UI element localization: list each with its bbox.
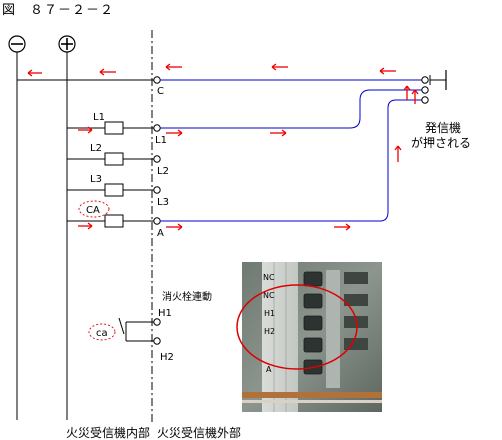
coil-l3 — [104, 183, 124, 197]
hydrant-contact — [118, 317, 154, 342]
wire-a — [160, 99, 422, 222]
pushbutton-label-line2: が押される — [411, 135, 471, 150]
external-wiring — [160, 79, 422, 222]
coil-branch-l1 — [67, 121, 154, 135]
photo-label-h1: H1 — [264, 309, 275, 318]
arrow-inner-left-2 — [99, 68, 116, 76]
coil-branch-l2 — [67, 152, 154, 166]
terminal-label-c: C — [157, 86, 164, 97]
terminal-c — [153, 76, 161, 84]
terminal-h2 — [153, 337, 161, 345]
coil-label-l1: L1 — [93, 112, 105, 123]
photo-label-nc-1: NC — [263, 273, 275, 282]
coil-branch-l3 — [67, 183, 154, 197]
terminal-l2 — [153, 155, 161, 163]
figure-title: 図 ８７－２－２ — [2, 3, 114, 18]
arrow-l1-right-2 — [166, 129, 183, 137]
footer-outside-label: 火災受信機外部 — [157, 425, 241, 440]
arrow-up-3 — [411, 89, 419, 104]
hydrant-title: 消火栓連動 — [162, 290, 212, 303]
hydrant-contact-label: ca — [96, 328, 108, 339]
arrow-c-left-3 — [379, 67, 396, 75]
photo-label-h2: H2 — [264, 327, 275, 336]
terminal-l3 — [153, 186, 161, 194]
ca-contact-highlight-circle — [88, 323, 116, 341]
coil-label-ca: CA — [86, 205, 100, 216]
hydrant-label-h1: H1 — [158, 308, 172, 319]
pushbutton-label-line1: 発信機 — [425, 120, 461, 135]
arrow-inner-left-1 — [27, 69, 42, 77]
photo-label-nc-2: NC — [263, 291, 275, 300]
hydrant-label-h2: H2 — [160, 352, 174, 363]
coil-ca — [104, 214, 124, 228]
arrow-up-2 — [403, 85, 411, 100]
terminal-label-l3: L3 — [157, 197, 169, 208]
coil-label-l3: L3 — [90, 174, 102, 185]
arrow-c-left-1 — [165, 63, 182, 71]
arrow-c-left-2 — [271, 63, 288, 71]
ca-highlight-circle — [78, 200, 110, 218]
arrow-l1-right-1 — [78, 126, 93, 134]
pushbutton-symbol — [421, 70, 447, 104]
current-arrows — [27, 63, 419, 231]
coil-l1 — [104, 121, 124, 135]
arrow-ca-right-1 — [78, 222, 93, 230]
coil-branch-ca — [67, 214, 154, 228]
terminal-h1 — [153, 318, 161, 326]
photo-highlight-circle — [236, 284, 358, 370]
terminal-a — [153, 217, 161, 225]
arrow-l1-right-3 — [270, 129, 287, 137]
photo-label-a: A — [266, 365, 272, 374]
terminal-block-photo: NC NC H1 H2 A — [236, 262, 382, 412]
coil-l2 — [104, 152, 124, 166]
terminal-l1 — [153, 124, 161, 132]
coil-label-l2: L2 — [90, 143, 102, 154]
wire-l1 — [160, 89, 422, 129]
plus-terminal — [58, 35, 76, 53]
terminal-label-l1: L1 — [155, 135, 167, 146]
arrow-up-1 — [394, 145, 402, 162]
footer-inside-label: 火災受信機内部 — [66, 425, 150, 440]
arrow-a-right-2 — [334, 223, 351, 231]
terminal-label-l2: L2 — [157, 166, 169, 177]
arrow-a-right-1 — [166, 223, 183, 231]
terminal-label-a: A — [157, 228, 164, 239]
minus-terminal — [8, 35, 26, 53]
